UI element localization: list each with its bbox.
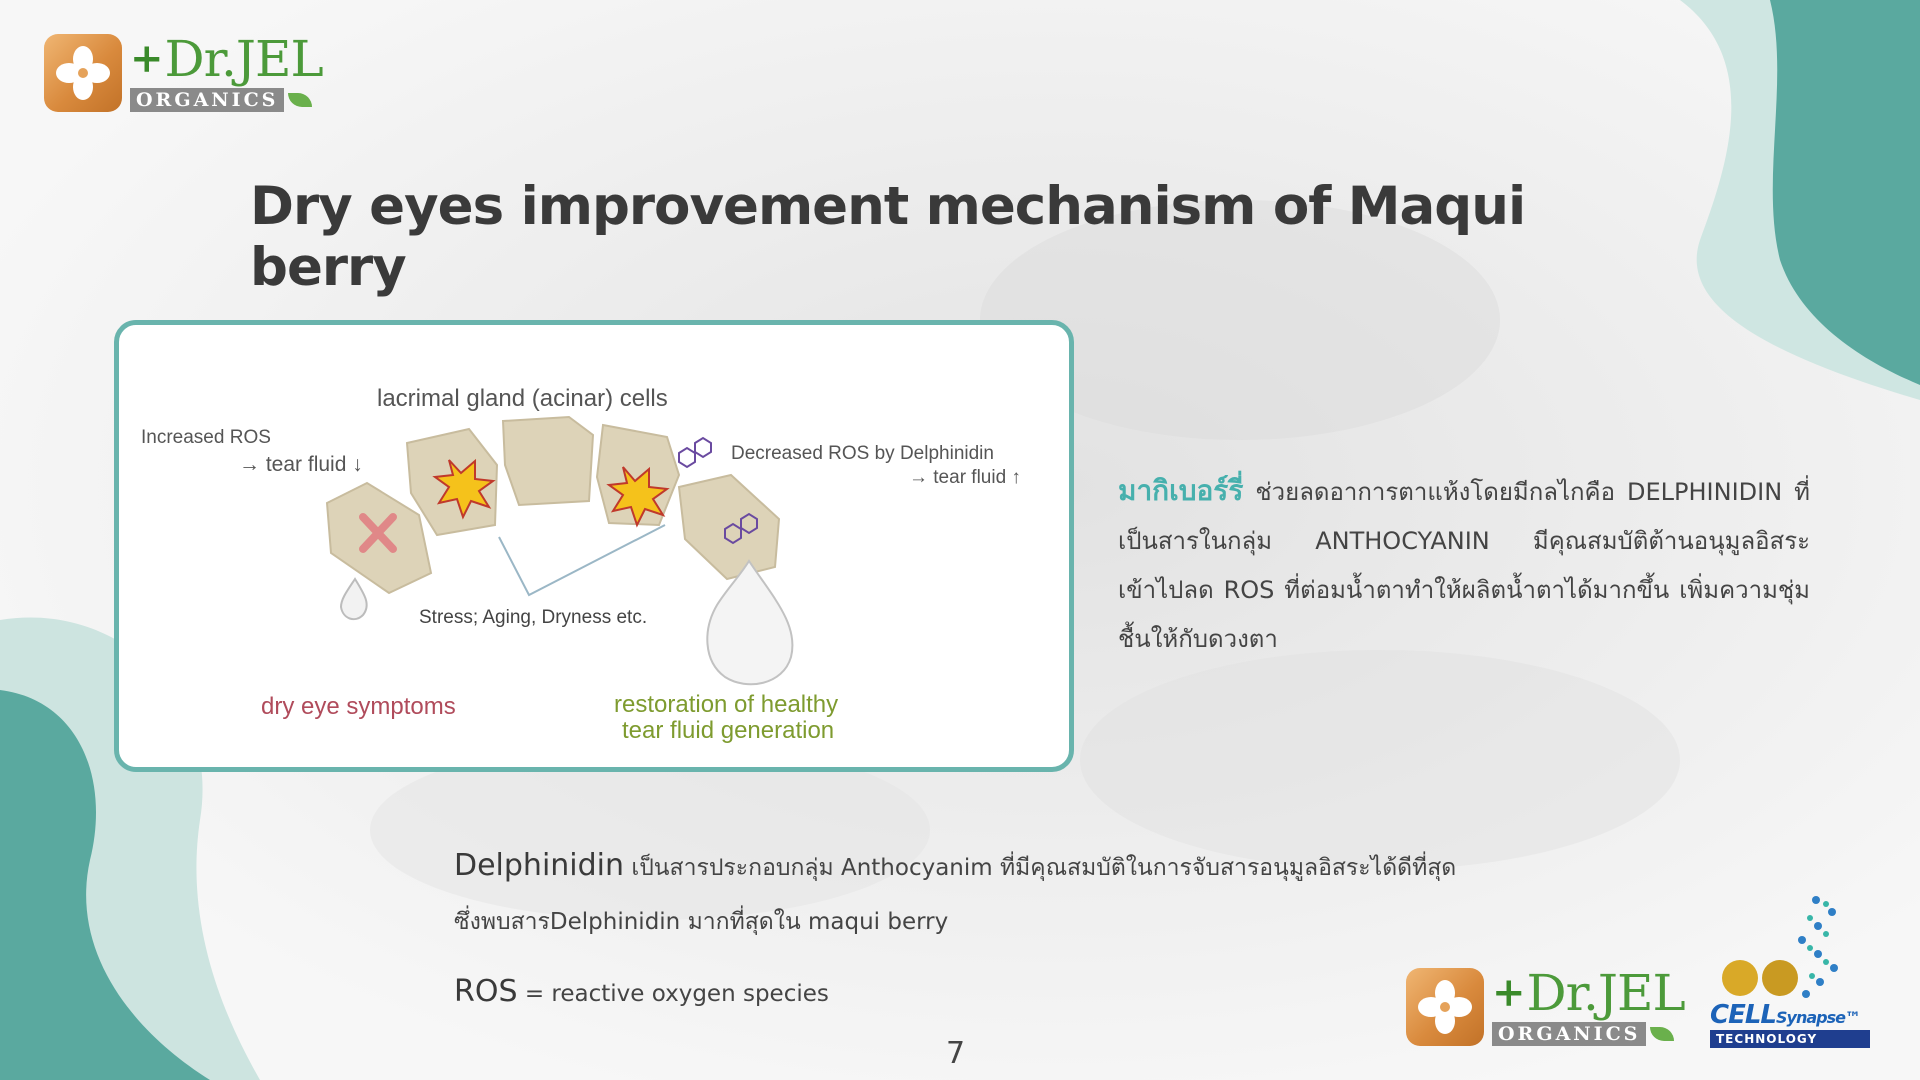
large-drop-icon bbox=[706, 559, 794, 686]
flower-icon bbox=[1406, 968, 1484, 1046]
synapse-word: Synapse bbox=[1775, 1008, 1846, 1027]
dry-eye-label: dry eye symptoms bbox=[261, 693, 456, 720]
restoration-label-2: tear fluid generation bbox=[622, 717, 835, 744]
increased-ros-label: Increased ROS bbox=[141, 427, 271, 448]
maqui-description: มากิเบอร์รี่ ช่วยลดอาการตาแห้งโดยมีกลไกค… bbox=[1118, 466, 1810, 664]
logo-subtitle-bottom: ORGANICS bbox=[1492, 1022, 1647, 1046]
ros-burst-icon-2 bbox=[606, 466, 670, 528]
small-drop-icon bbox=[339, 577, 368, 621]
delphinidin-molecule-icon bbox=[678, 436, 758, 545]
tear-fluid-down-label: → tear fluid ↓ bbox=[239, 453, 363, 476]
restoration-label-1: restoration of healthy bbox=[614, 691, 839, 718]
plus-icon: + bbox=[130, 35, 164, 82]
brand-logo-bottom: +Dr.JEL ORGANICS bbox=[1406, 964, 1686, 1046]
delphinidin-term: Delphinidin bbox=[454, 848, 625, 883]
logo-subtitle: ORGANICS bbox=[130, 88, 285, 112]
page-number: 7 bbox=[946, 1036, 966, 1071]
leaf-icon bbox=[1650, 1027, 1675, 1041]
cell-4 bbox=[595, 423, 681, 527]
stress-label: Stress; Aging, Dryness etc. bbox=[419, 607, 648, 628]
flower-icon bbox=[44, 34, 122, 112]
gland-label: lacrimal gland (acinar) cells bbox=[377, 385, 668, 412]
delphinidin-line-2: ซึ่งพบสารDelphinidin มากที่สุดใน maqui b… bbox=[454, 909, 949, 935]
decreased-ros-label: Decreased ROS by Delphinidin bbox=[731, 443, 994, 464]
leaf-icon bbox=[288, 93, 313, 107]
maqui-heading: มากิเบอร์รี่ bbox=[1118, 474, 1244, 507]
ros-burst-icon bbox=[432, 458, 496, 520]
ros-definition: ROS = reactive oxygen species bbox=[454, 974, 829, 1009]
logo-name: Dr.JEL bbox=[164, 30, 324, 88]
ros-term: ROS bbox=[454, 974, 518, 1009]
cell-word: CELL bbox=[1710, 1000, 1777, 1030]
diagram-illustration bbox=[325, 415, 794, 686]
maqui-body: ช่วยลดอาการตาแห้งโดยมีกลไกคือ DELPHINIDI… bbox=[1118, 478, 1810, 653]
delphinidin-line: Delphinidin เป็นสารประกอบกลุ่ม Anthocyan… bbox=[454, 848, 1456, 886]
dna-helix-icon bbox=[1722, 896, 1838, 998]
damage-x-icon bbox=[359, 513, 397, 553]
logo-name-bottom: Dr.JEL bbox=[1526, 964, 1686, 1022]
technology-label: TECHNOLOGY bbox=[1710, 1030, 1870, 1048]
stress-lines bbox=[498, 524, 666, 597]
tear-fluid-up-label: → tear fluid ↑ bbox=[909, 467, 1021, 488]
trademark-mark: ™ bbox=[1844, 1008, 1861, 1027]
delphinidin-text: เป็นสารประกอบกลุ่ม Anthocyanim ที่มีคุณส… bbox=[624, 855, 1457, 881]
plus-icon: + bbox=[1492, 969, 1526, 1016]
cell-3 bbox=[501, 415, 595, 507]
page-title: Dry eyes improvement mechanism of Maqui … bbox=[250, 176, 1526, 298]
mechanism-diagram: lacrimal gland (acinar) cells Increased … bbox=[114, 320, 1074, 772]
brand-logo-top: +Dr.JEL ORGANICS bbox=[44, 30, 324, 112]
cell-synapse-wordmark: CELLSynapse™ bbox=[1710, 1000, 1861, 1030]
ros-text: = reactive oxygen species bbox=[517, 981, 829, 1007]
